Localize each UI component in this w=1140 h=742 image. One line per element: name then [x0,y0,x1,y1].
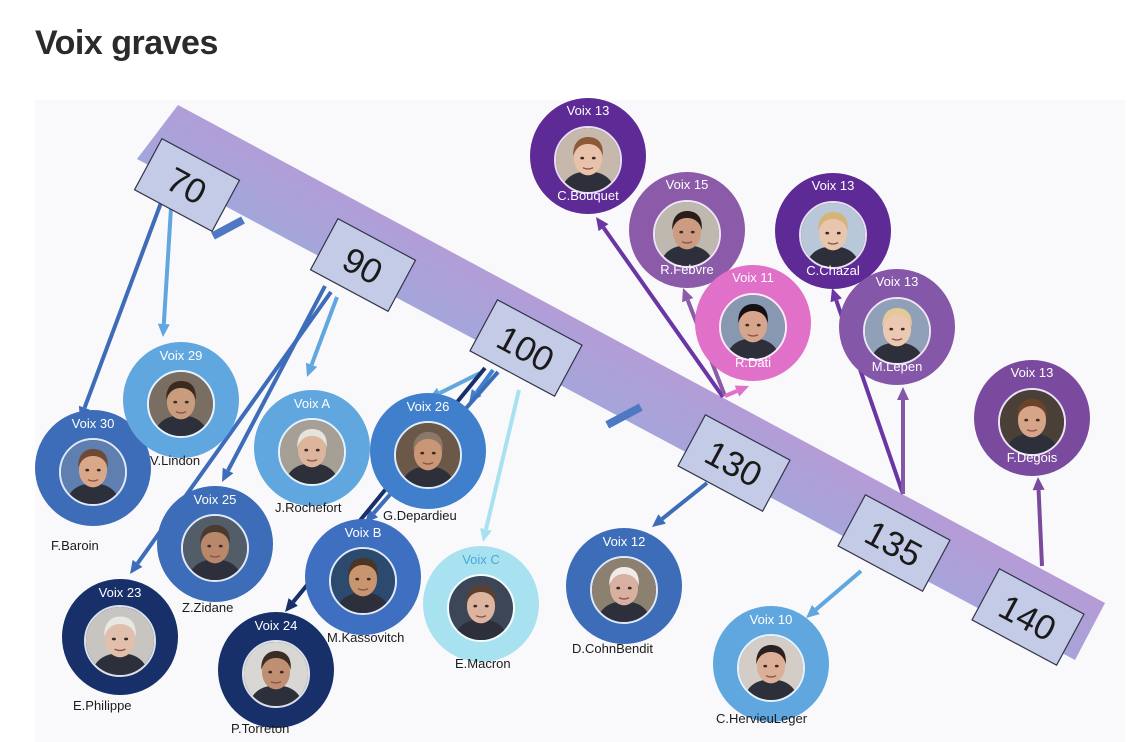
portrait-photo [329,547,397,615]
voice-bubble-g-depardieu: Voix 26 [370,393,486,509]
portrait-photo [998,388,1066,456]
voice-bubble-f-degois: Voix 13 F.Degois [974,360,1090,476]
portrait-photo [394,421,462,489]
person-name: R.Dati [695,355,811,370]
voice-label: Voix A [254,396,370,411]
voice-label: Voix 12 [566,534,682,549]
voice-bubble-p-torreton: Voix 24 [218,612,334,728]
person-name: M.Lepen [839,359,955,374]
portrait-icon [183,516,247,580]
portrait-photo [719,293,787,361]
voice-bubble-e-macron: Voix C [423,546,539,662]
portrait-photo [737,634,805,702]
voice-bubble-d-cohnbendit: Voix 12 [566,528,682,644]
portrait-photo [799,201,867,269]
portrait-photo [147,370,215,438]
voice-arrow [158,192,172,337]
portrait-icon [86,607,154,675]
portrait-photo [863,297,931,365]
person-name-e-macron: E.Macron [455,656,511,671]
voice-label: Voix 13 [839,274,955,289]
person-name-v-lindon: V.Lindon [150,453,200,468]
person-name-c-hervieuleger: C.HervieuLeger [716,711,807,726]
voice-label: Voix C [423,552,539,567]
person-name-e-philippe: E.Philippe [73,698,132,713]
person-name-g-depardieu: G.Depardieu [383,508,457,523]
portrait-photo [554,126,622,194]
person-name-d-cohnbendit: D.CohnBendit [572,641,653,656]
portrait-photo [278,418,346,486]
portrait-icon [396,423,460,487]
voice-arrow [306,297,337,377]
portrait-icon [556,128,620,192]
portrait-photo [653,200,721,268]
portrait-photo [447,574,515,642]
voice-label: Voix 29 [123,348,239,363]
person-name: F.Degois [974,450,1090,465]
voice-label: Voix 24 [218,618,334,633]
portrait-icon [1000,390,1064,454]
portrait-icon [244,642,308,706]
voice-label: Voix 25 [157,492,273,507]
voice-label: Voix 13 [530,103,646,118]
person-name-m-kassovitch: M.Kassovitch [327,630,404,645]
portrait-icon [739,636,803,700]
portrait-icon [280,420,344,484]
portrait-photo [590,556,658,624]
voice-bubble-c-hervieuleger: Voix 10 [713,606,829,722]
voice-label: Voix 10 [713,612,829,627]
person-name-j-rochefort: J.Rochefort [275,500,341,515]
voice-arrow [652,483,707,527]
voice-bubble-v-lindon: Voix 29 [123,342,239,458]
person-name-p-torreton: P.Torreton [231,721,289,736]
portrait-icon [721,295,785,359]
portrait-icon [801,203,865,267]
voice-label: Voix 13 [775,178,891,193]
portrait-photo [59,438,127,506]
voice-label: Voix 23 [62,585,178,600]
portrait-icon [865,299,929,363]
voice-arrow [725,385,749,396]
portrait-photo [181,514,249,582]
person-name-z-zidane: Z.Zidane [182,600,233,615]
page-title: Voix graves [35,24,218,63]
voice-label: Voix B [305,525,421,540]
portrait-icon [449,576,513,640]
portrait-icon [655,202,719,266]
portrait-photo [84,605,156,677]
voice-diagram: 70 90 100 130 135 140 Voix 3 [35,100,1125,742]
voice-label: Voix 13 [974,365,1090,380]
voice-bubble-e-philippe: Voix 23 [62,579,178,695]
voice-bubble-j-rochefort: Voix A [254,390,370,506]
voice-arrow [806,571,861,618]
portrait-icon [592,558,656,622]
voice-bubble-m-lepen: Voix 13 M.Lepen [839,269,955,385]
voice-arrow [1033,477,1045,566]
portrait-icon [61,440,125,504]
voice-label: Voix 15 [629,177,745,192]
portrait-photo [242,640,310,708]
portrait-icon [149,372,213,436]
person-name-f-baroin: F.Baroin [51,538,99,553]
portrait-icon [331,549,395,613]
voice-label: Voix 26 [370,399,486,414]
